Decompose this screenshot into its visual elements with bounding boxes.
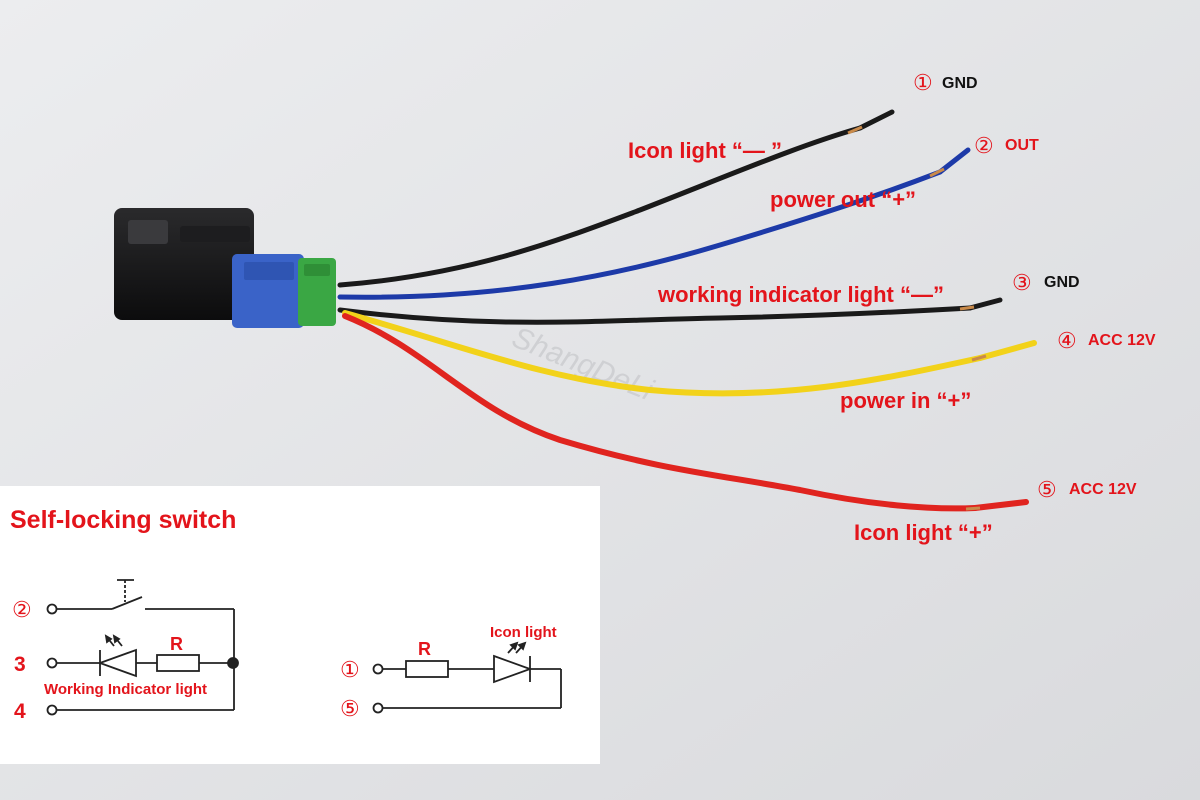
schematic-title: Self-locking switch bbox=[10, 506, 236, 534]
green-seal-ridge bbox=[304, 264, 330, 276]
wire-5-tip bbox=[972, 499, 1029, 511]
pin-1-name: GND bbox=[942, 75, 978, 92]
pin-3-number: ③ bbox=[1012, 270, 1032, 295]
wire-2-blue bbox=[337, 169, 943, 300]
housing-latch bbox=[128, 220, 168, 244]
wire-2-tip bbox=[937, 147, 971, 175]
icon-led-symbol bbox=[493, 654, 533, 684]
wire-4-copper bbox=[971, 354, 987, 362]
switch-connector bbox=[114, 208, 336, 328]
terminal-3-circle bbox=[46, 657, 58, 669]
wire-1-black bbox=[337, 125, 863, 288]
resistor-right bbox=[405, 660, 449, 678]
housing-slot bbox=[180, 226, 250, 242]
wire-2-copper bbox=[929, 167, 945, 178]
pin-3-name: GND bbox=[1044, 274, 1080, 291]
wire-5-red bbox=[342, 313, 978, 512]
resistor-right-label: R bbox=[418, 639, 431, 659]
pin-2-number: ② bbox=[974, 133, 994, 158]
function-label-4: power in “+” bbox=[840, 388, 971, 413]
function-label-3: working indicator light “—” bbox=[657, 282, 944, 307]
resistor-left bbox=[156, 654, 200, 672]
blue-terminal-ridge bbox=[244, 262, 294, 280]
wire-3-copper bbox=[959, 305, 975, 311]
resistor-left-label: R bbox=[170, 634, 183, 654]
function-labels: Icon light “— ” power out “+” working in… bbox=[628, 138, 993, 545]
function-label-2: power out “+” bbox=[770, 187, 916, 212]
terminal-4-circle bbox=[46, 704, 58, 716]
icon-light-circuit bbox=[372, 641, 562, 714]
pin-4-name: ACC 12V bbox=[1088, 332, 1156, 349]
pin-1-number: ① bbox=[913, 70, 933, 95]
junction-dot bbox=[227, 657, 239, 669]
wire-4-tip bbox=[977, 340, 1037, 361]
wire-4-yellow bbox=[342, 310, 983, 397]
wire-3-tip bbox=[967, 297, 1003, 311]
schematic-background bbox=[0, 486, 600, 764]
terminal-1-circle bbox=[372, 663, 384, 675]
wires bbox=[337, 109, 1037, 512]
wire-1-copper bbox=[847, 125, 863, 135]
terminal-2-circle bbox=[46, 603, 58, 615]
terminal-5-circle bbox=[372, 702, 384, 714]
terminal-1-label: ① bbox=[340, 657, 360, 682]
terminal-3-label: 3 bbox=[14, 653, 26, 676]
pin-labels: ① GND ② OUT ③ GND ④ ACC 12V ⑤ ACC 12V bbox=[913, 70, 1156, 502]
function-label-1: Icon light “— ” bbox=[628, 138, 782, 163]
pin-5-number: ⑤ bbox=[1037, 477, 1057, 502]
working-indicator-caption: Working Indicator light bbox=[44, 681, 207, 698]
schematic-panel: Self-locking switch bbox=[0, 486, 600, 764]
terminal-4-label: 4 bbox=[14, 700, 26, 723]
pin-4-number: ④ bbox=[1057, 328, 1077, 353]
switch-contact bbox=[111, 596, 143, 610]
terminal-2-label: ② bbox=[12, 597, 32, 622]
self-locking-circuit bbox=[46, 579, 239, 716]
icon-light-caption: Icon light bbox=[490, 624, 557, 641]
wire-1-tip bbox=[857, 109, 895, 131]
pin-5-name: ACC 12V bbox=[1069, 481, 1137, 498]
wire-5-copper bbox=[965, 506, 981, 511]
pin-2-name: OUT bbox=[1005, 137, 1039, 154]
terminal-5-label: ⑤ bbox=[340, 696, 360, 721]
wire-3-black bbox=[337, 305, 973, 325]
function-label-5: Icon light “+” bbox=[854, 520, 993, 545]
